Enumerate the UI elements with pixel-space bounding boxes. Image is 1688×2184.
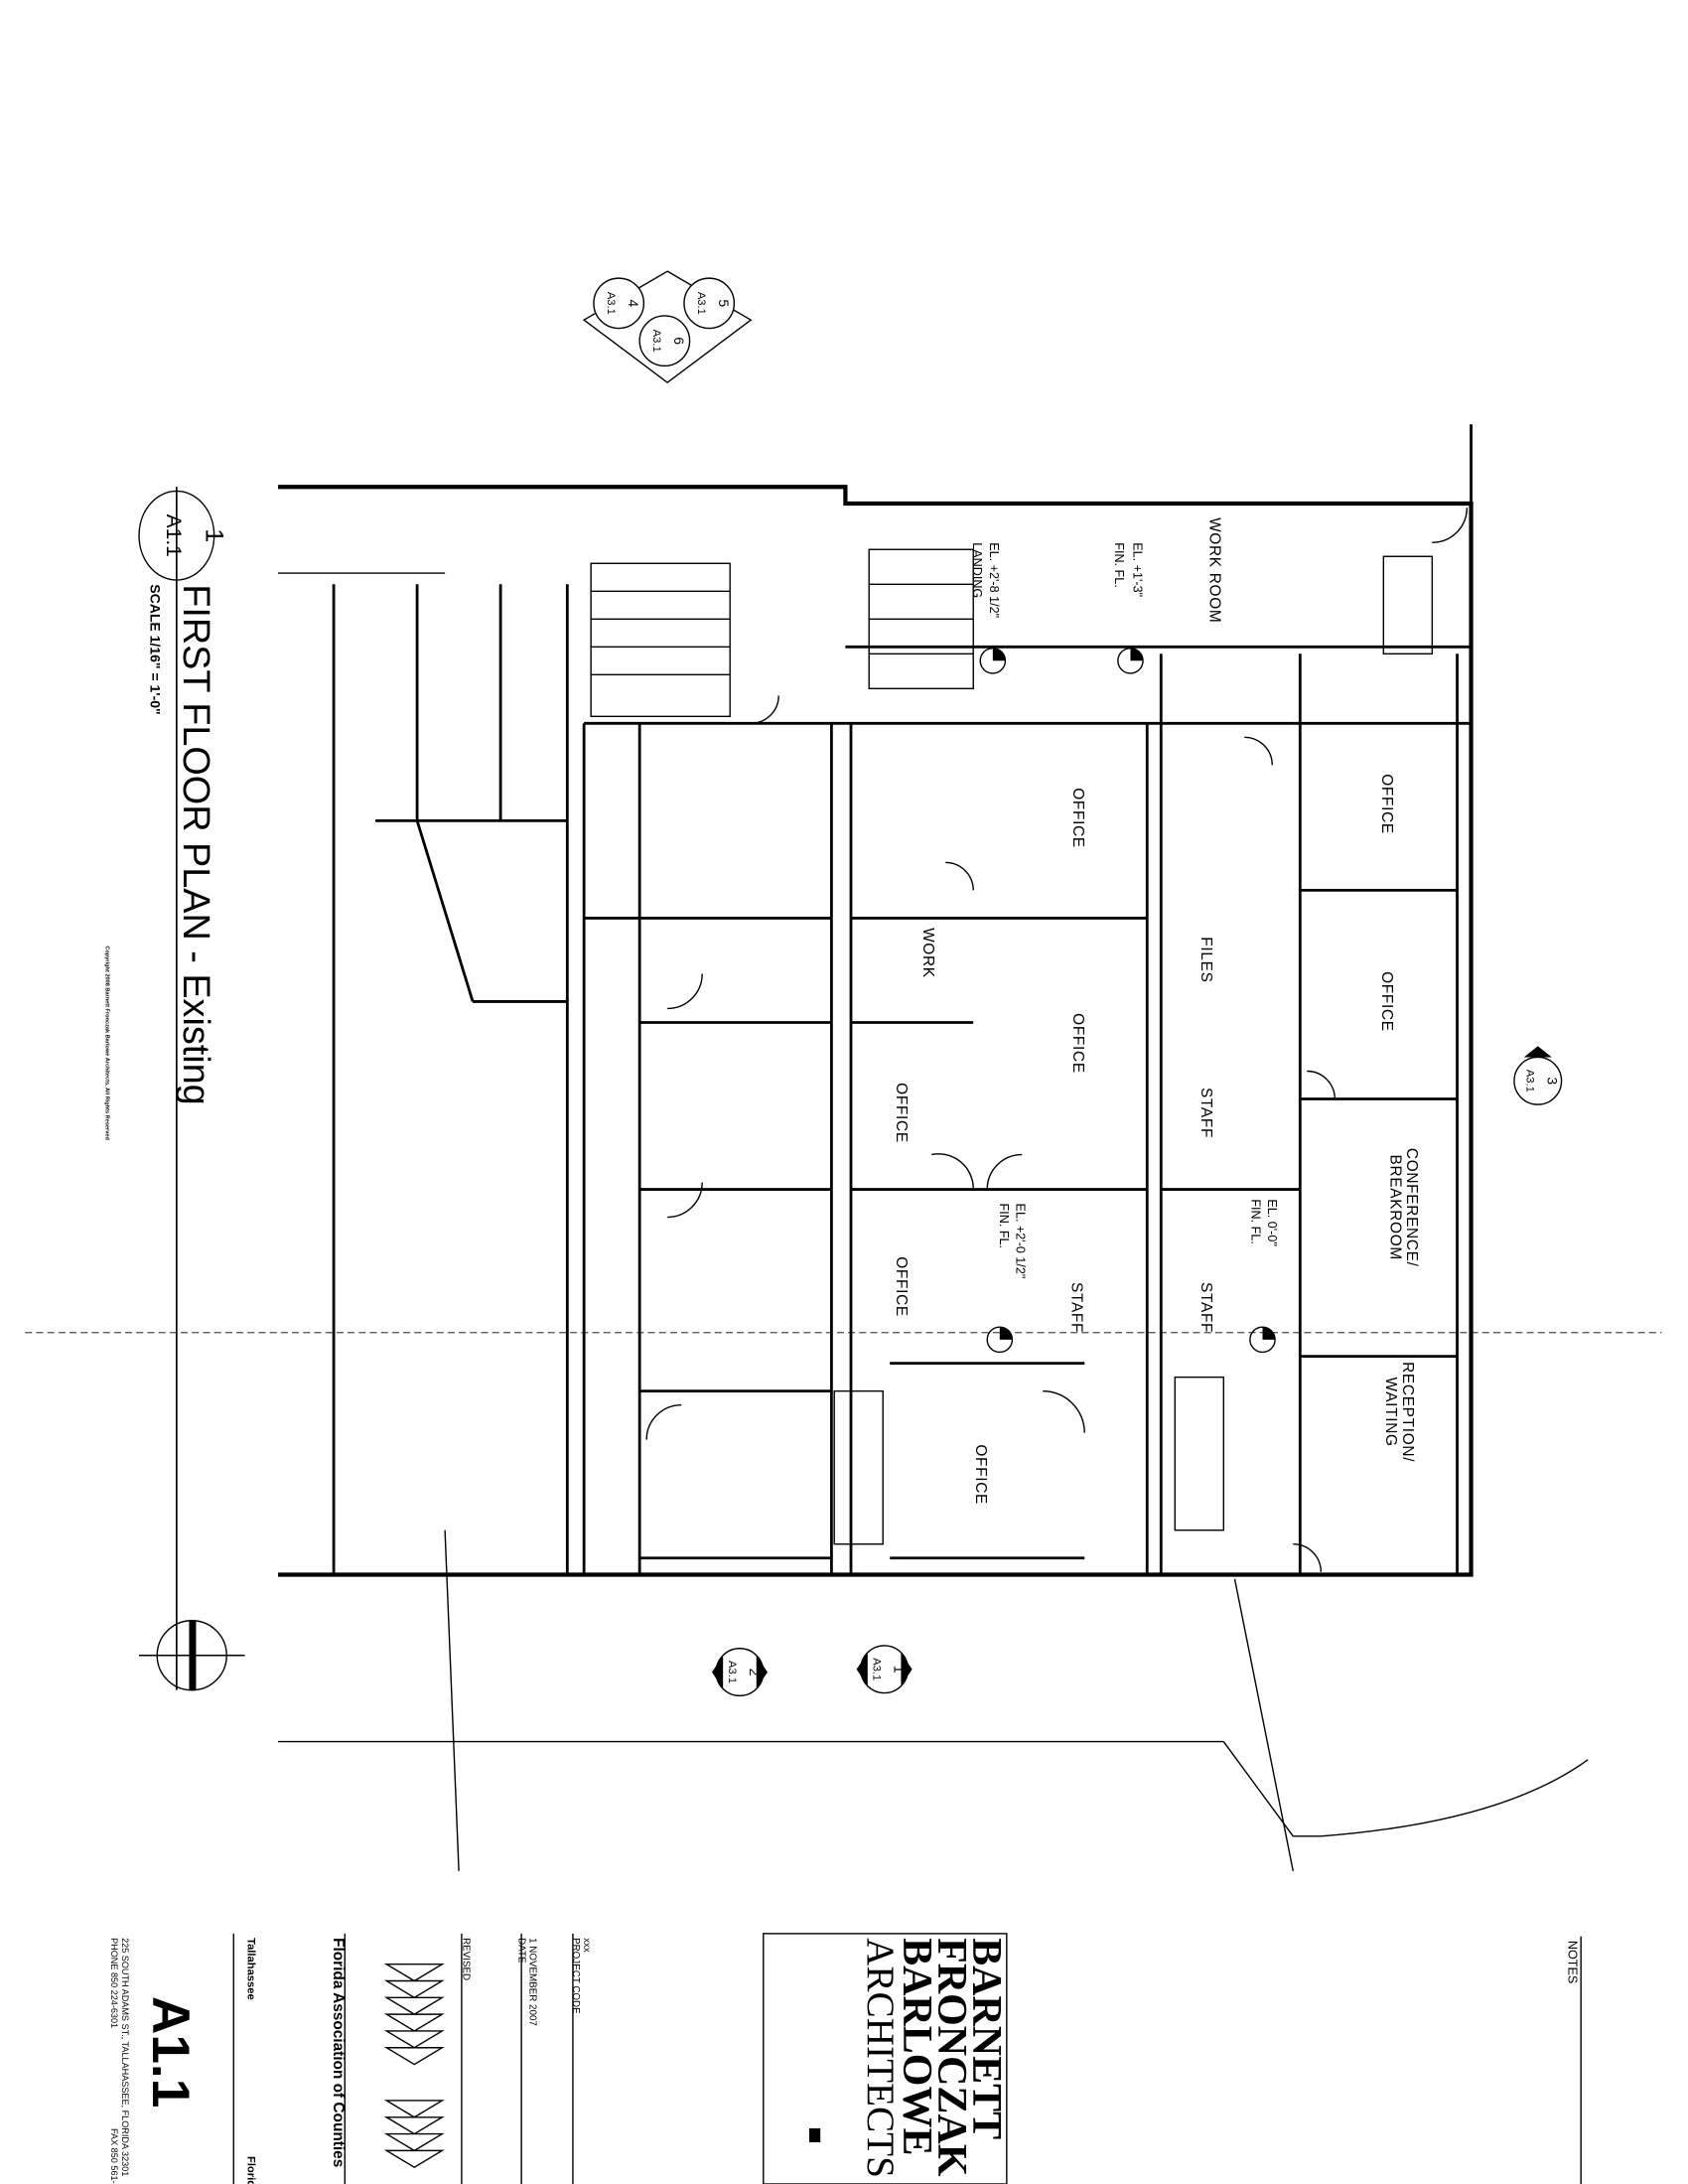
room-label-office: OFFICE	[1069, 1013, 1086, 1074]
room-label-office: OFFICE	[1378, 774, 1395, 834]
north-arrow-icon	[139, 1620, 245, 1691]
elevation-label-sub: FIN. FL.	[997, 1204, 1011, 1248]
building-walls	[278, 424, 1474, 1577]
section-marker-4: 4	[626, 299, 641, 307]
elevation-label-sub: FIN. FL.	[1248, 1199, 1262, 1243]
firm-name-line-3: BARLOWE	[894, 1938, 939, 2155]
revision-triangles	[383, 1963, 445, 2169]
room-label-files: FILES	[1197, 937, 1214, 982]
date-value: 1 NOVEMBER 2007	[527, 1938, 538, 2026]
room-label-work: WORK	[919, 928, 936, 978]
elevation-markers	[979, 647, 1276, 1354]
drawing-title-block: 1 A1.1 FIRST FLOOR PLAN - Existing SCALE…	[103, 487, 227, 1690]
address: 225 SOUTH ADAMS ST., TALLAHASSEE, FLORID…	[120, 1938, 130, 2176]
copyright: Copyright 2008 Barnett Fronczak Barlowe …	[103, 946, 109, 1140]
room-label-work-room: WORK ROOM	[1205, 517, 1222, 623]
section-marker-2: 2	[747, 1669, 763, 1676]
room-label-staff: STAFF	[1197, 1088, 1214, 1138]
drawing-title: FIRST FLOOR PLAN - Existing	[175, 584, 216, 1104]
section-marker-sheet: A3.1	[605, 292, 617, 315]
room-label-office: OFFICE	[972, 1444, 989, 1505]
state: Florida	[244, 2156, 256, 2184]
room-label-office: OFFICE	[893, 1083, 910, 1143]
room-label-staff: STAFF	[1197, 1282, 1214, 1333]
project-code-value: xxx	[581, 1938, 592, 1953]
section-marker-sheet: A3.1	[695, 292, 707, 315]
section-marker-sheet: A3.1	[726, 1661, 738, 1683]
fax: FAX 850 561-8000	[109, 2128, 119, 2184]
room-label-waiting: WAITING	[1382, 1378, 1399, 1447]
room-label-office: OFFICE	[893, 1256, 910, 1317]
detail-sheet: A1.1	[162, 514, 185, 557]
room-label-conference: CONFERENCE/	[1403, 1148, 1420, 1267]
section-marker-sheet: A3.1	[650, 330, 662, 353]
elevation-label-sub: FIN. FL.	[1112, 542, 1126, 587]
date-label: DATE	[515, 1938, 526, 1964]
room-label-staff: STAFF	[1068, 1282, 1085, 1333]
section-marker-6: 6	[671, 337, 687, 345]
door-swings	[645, 508, 1469, 1572]
revised-label: REVISED	[460, 1938, 471, 1980]
sheet-number: A1.1	[141, 1996, 200, 2108]
section-marker-3: 3	[1545, 1077, 1561, 1085]
elevation-label: EL. +1'-3"	[1130, 542, 1144, 597]
notes-label: NOTES	[1566, 1941, 1580, 1983]
site-lines	[278, 1529, 1589, 1871]
sheet-title-block: NOTES BARNETT FRONCZAK BARLOWE ARCHITECT…	[109, 1933, 1582, 2184]
section-marker-sheet: A3.1	[870, 1658, 882, 1680]
stairs	[590, 548, 1434, 1545]
project-code-label: PROJECT CODE	[570, 1938, 581, 2014]
section-marker-1: 1	[891, 1666, 907, 1674]
section-marker-5: 5	[716, 299, 732, 307]
room-label-breakroom: BREAKROOM	[1386, 1155, 1403, 1260]
firm-name-line-1: BARNETT	[963, 1938, 1009, 2139]
firm-name-line-4: ARCHITECTS	[859, 1938, 902, 2178]
phone: PHONE 850 224-6301	[109, 1938, 119, 2028]
city: Tallahassee	[244, 1938, 256, 2000]
room-label-office: OFFICE	[1378, 971, 1395, 1032]
elevation-label: EL. 0'-0"	[1265, 1199, 1279, 1245]
firm-name-line-2: FRONCZAK	[928, 1938, 974, 2177]
elevation-label: EL. +2'-8 1/2"	[987, 542, 1001, 618]
drawing-scale: SCALE 1/16" = 1'-0"	[147, 584, 163, 714]
section-marker-sheet: A3.1	[1524, 1070, 1536, 1092]
detail-number: 1	[200, 528, 227, 542]
section-markers: 4 A3.1 5 A3.1 6 A3.1 3 A3.1 2 A3.1 1 A3.…	[582, 270, 1563, 1697]
room-label-office: OFFICE	[1069, 788, 1086, 848]
elevation-label-sub: LANDING	[970, 542, 984, 598]
client-name: Florida Association of Counties	[330, 1938, 347, 2167]
room-label-reception: RECEPTION/	[1399, 1362, 1416, 1462]
room-labels: WORK ROOM EL. +1'-3" FIN. FL. EL. +2'-8 …	[893, 517, 1420, 1505]
elevation-label: EL. +2'-0 1/2"	[1014, 1204, 1028, 1279]
